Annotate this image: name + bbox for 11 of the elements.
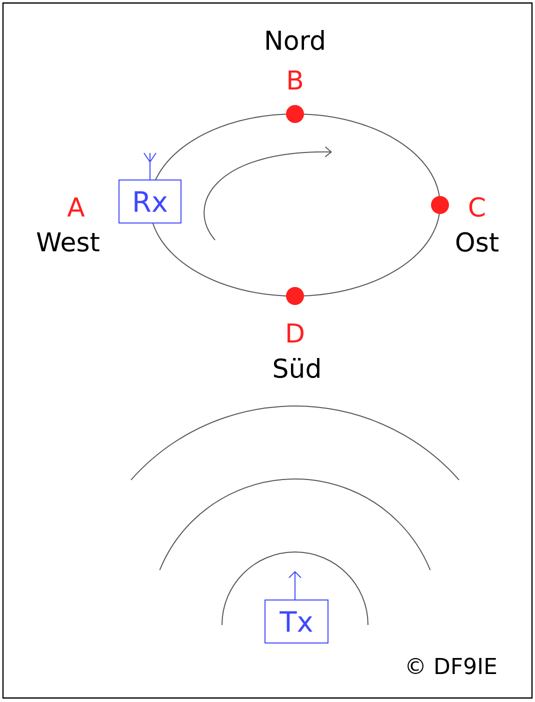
text-label: West [36, 232, 100, 252]
text-label: C [469, 197, 485, 217]
text-label: Nord [266, 30, 324, 50]
text-label: © DF9IE [408, 658, 496, 674]
device-box: Tx [264, 600, 328, 644]
text-label: Süd [274, 358, 320, 378]
text-label: B [288, 70, 302, 90]
device-box: Rx [118, 180, 182, 224]
text-label: A [67, 198, 85, 216]
text-label: D [288, 324, 304, 342]
text-label: Ost [456, 232, 498, 252]
